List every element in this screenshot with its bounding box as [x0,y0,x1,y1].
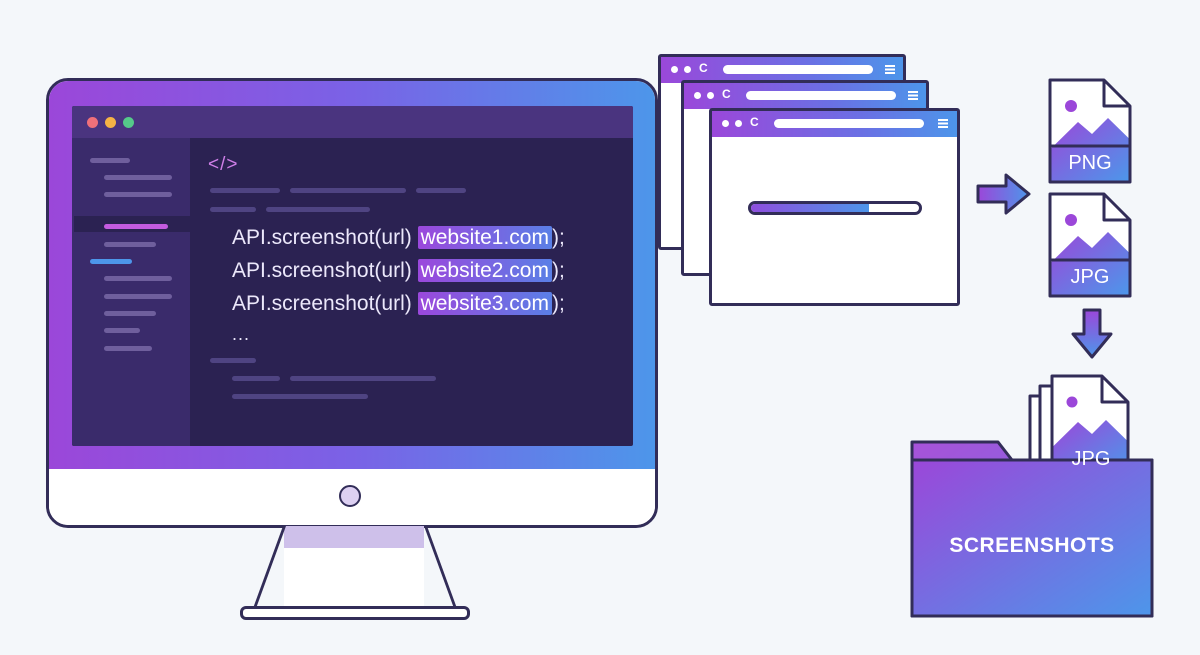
jpg-label: JPG [1070,266,1110,288]
code-placeholder-line [210,207,256,212]
code-placeholder-line [266,207,370,212]
code-placeholder-line [210,358,256,363]
code-editor-window: </> API.screenshot(url) website1.com); A… [72,106,633,446]
sidebar-line [104,175,172,180]
code-placeholder-line [210,188,280,193]
png-label: PNG [1068,152,1112,174]
sidebar-line [90,158,130,163]
minimize-dot [105,117,116,128]
power-button [339,485,361,507]
sidebar-line [104,242,156,247]
sidebar-line [104,192,172,197]
browser-window-front: C [709,108,960,306]
hamburger-menu-icon [938,119,948,128]
code-placeholder-line [416,188,466,193]
stand-edge-right [424,526,459,612]
browser-dot [722,120,729,127]
jpg-stack-label: JPG [1071,448,1111,470]
sidebar-line [104,346,152,351]
address-bar [774,119,924,128]
address-bar [723,65,873,74]
code-call: API.screenshot(url) [232,292,418,315]
close-dot [87,117,98,128]
sidebar-line [104,294,172,299]
code-end: ); [551,292,565,315]
png-file-icon [1048,78,1132,184]
browser-dot [694,92,701,99]
browser-dot [735,120,742,127]
sidebar-line-highlight [90,259,132,264]
browser-dot [707,92,714,99]
reload-icon: C [750,115,759,129]
code-placeholder-line [232,376,280,381]
browser-toolbar: C [684,83,926,109]
editor-titlebar [72,106,633,138]
address-bar [746,91,896,100]
arrow-right-icon [976,173,1031,215]
browser-dot [684,66,691,73]
url-highlight: website2.com [417,259,552,282]
editor-file-sidebar [72,138,190,446]
jpg-file-icon [1048,192,1132,298]
url-highlight: website3.com [417,292,552,315]
browser-toolbar: C [661,57,903,83]
loading-progress-bar [748,201,922,215]
code-line-3: API.screenshot(url) website3.com); [232,291,565,317]
monitor-stand-neck [284,526,424,610]
sidebar-line [104,311,156,316]
stand-edge-left [251,526,286,612]
url-highlight: website1.com [417,226,552,249]
maximize-dot [123,117,134,128]
code-end: ); [551,226,565,249]
folder-icon [910,374,1154,618]
ellipsis-text: ... [232,324,251,344]
code-placeholder-line [290,376,436,381]
monitor-stand-base [240,606,470,620]
code-placeholder-line [232,394,368,399]
browser-toolbar: C [712,111,957,137]
code-end: ); [551,259,565,282]
progress-fill [751,204,869,212]
hamburger-menu-icon [885,65,895,74]
sidebar-line [104,328,140,333]
reload-icon: C [699,61,708,75]
code-call: API.screenshot(url) [232,259,418,282]
browser-dot [671,66,678,73]
code-line-1: API.screenshot(url) website1.com); [232,225,565,251]
sidebar-line-active [104,224,168,229]
sidebar-line [104,276,172,281]
hamburger-menu-icon [908,91,918,100]
code-tag-icon: </> [208,154,239,175]
folder-label: SCREENSHOTS [949,534,1115,557]
code-placeholder-line [290,188,406,193]
code-call: API.screenshot(url) [232,226,418,249]
reload-icon: C [722,87,731,101]
arrow-down-icon [1071,308,1113,359]
code-line-2: API.screenshot(url) website2.com); [232,258,565,284]
